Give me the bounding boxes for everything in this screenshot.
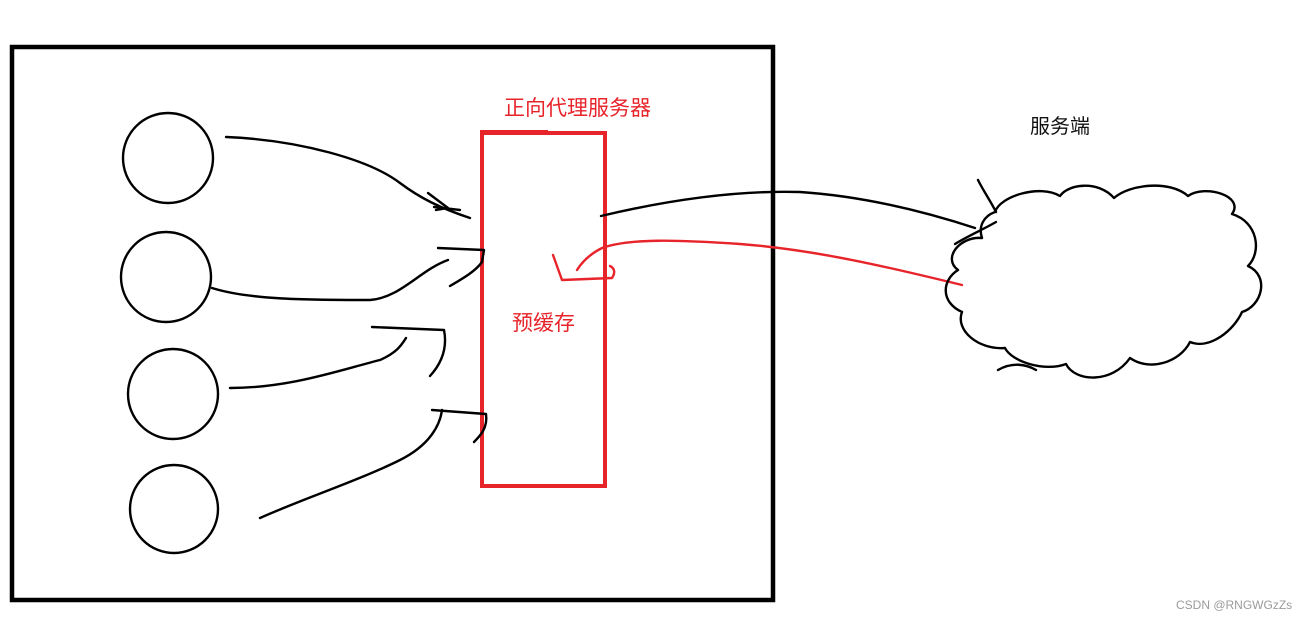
cloud-tail bbox=[976, 178, 998, 214]
client-circle-4 bbox=[128, 463, 220, 555]
proxy-to-server-head bbox=[953, 220, 998, 246]
server-to-proxy-link bbox=[575, 239, 964, 287]
proxy-title: 正向代理服务器 bbox=[504, 96, 651, 120]
arrow-client-4-head bbox=[430, 408, 488, 444]
client-circle-1 bbox=[121, 111, 215, 205]
arrow-client-1 bbox=[224, 135, 472, 220]
arrow-client-2-head bbox=[436, 246, 486, 288]
cloud-bottom-mark bbox=[996, 363, 1038, 372]
client-circle-2 bbox=[119, 230, 213, 324]
server-label: 服务端 bbox=[1030, 114, 1090, 138]
arrow-client-1-head-b bbox=[432, 205, 462, 212]
arrow-client-2 bbox=[210, 258, 450, 302]
client-arrows bbox=[210, 135, 488, 520]
client-circle-3 bbox=[126, 347, 220, 441]
clients-group bbox=[119, 111, 220, 555]
cache-label: 预缓存 bbox=[512, 311, 575, 335]
arrow-client-3-head bbox=[370, 325, 447, 378]
client-network-box bbox=[9, 44, 776, 603]
arrow-client-3 bbox=[228, 336, 408, 390]
watermark: CSDN @RNGWGzZs bbox=[1176, 598, 1292, 612]
proxy-to-server-link bbox=[599, 190, 977, 230]
server-cloud bbox=[944, 184, 1263, 379]
server-to-proxy-head bbox=[551, 253, 616, 282]
proxy-server-box bbox=[480, 131, 607, 488]
arrow-client-4 bbox=[258, 408, 444, 520]
